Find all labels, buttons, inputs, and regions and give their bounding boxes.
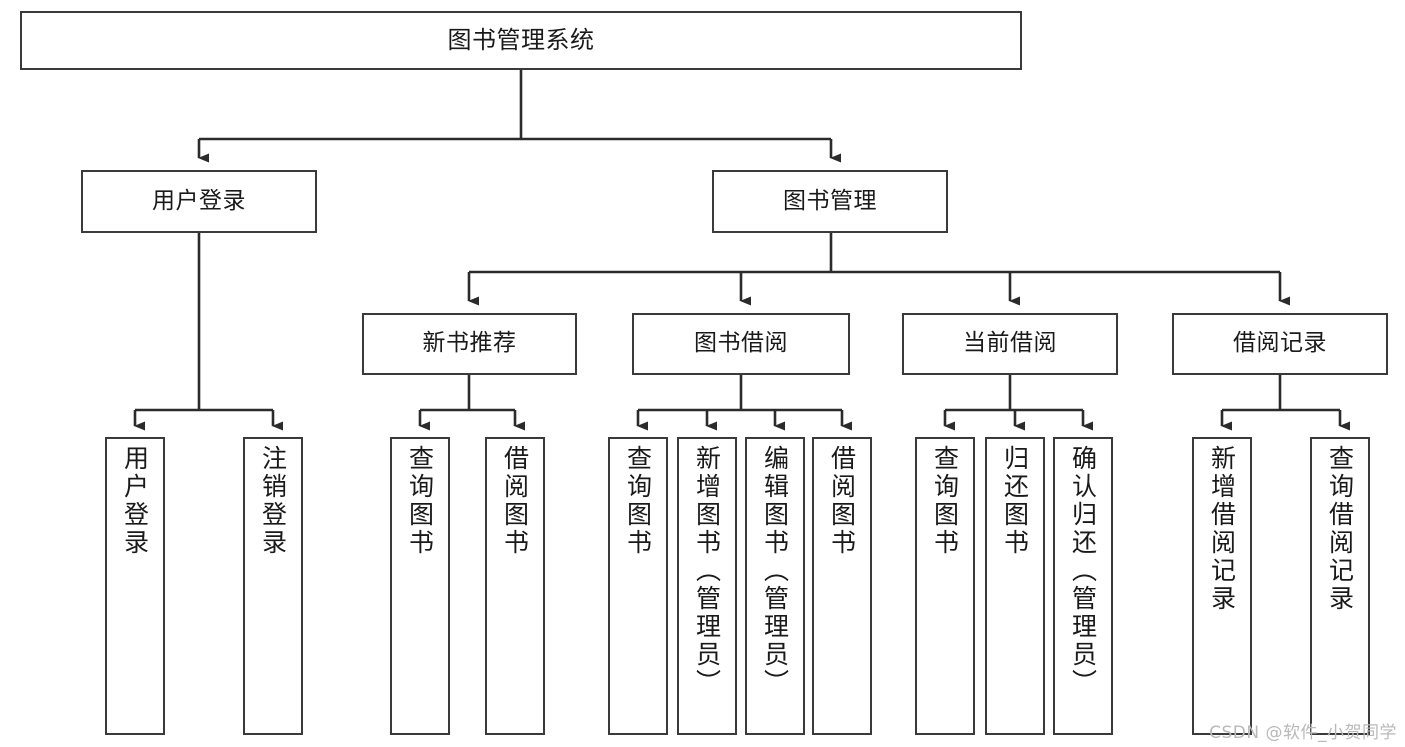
node-root-system[interactable]: 图书管理系统 bbox=[20, 11, 1022, 70]
node-label: 查询图书 bbox=[623, 445, 653, 557]
node-label: 注销登录 bbox=[258, 445, 288, 557]
node-leaf-return-book[interactable]: 归还图书 bbox=[985, 437, 1045, 735]
node-user-login[interactable]: 用户登录 bbox=[81, 170, 317, 233]
node-label: 借阅记录 bbox=[1233, 330, 1327, 357]
node-label: 编辑图书（管理员） bbox=[760, 445, 790, 697]
node-label: 借阅图书 bbox=[500, 445, 530, 557]
node-label: 归还图书 bbox=[1000, 445, 1030, 557]
node-leaf-query-book-3[interactable]: 查询图书 bbox=[915, 437, 975, 735]
node-leaf-user-login[interactable]: 用户登录 bbox=[105, 437, 165, 735]
node-label: 用户登录 bbox=[120, 445, 150, 557]
node-new-book-recommend[interactable]: 新书推荐 bbox=[362, 313, 577, 375]
node-current-borrow[interactable]: 当前借阅 bbox=[902, 313, 1118, 375]
node-label: 新书推荐 bbox=[422, 330, 517, 357]
node-leaf-add-record[interactable]: 新增借阅记录 bbox=[1192, 437, 1252, 735]
node-label: 新增借阅记录 bbox=[1207, 445, 1237, 613]
node-label: 确认归还（管理员） bbox=[1068, 445, 1098, 697]
node-label: 查询图书 bbox=[930, 445, 960, 557]
node-leaf-logout-login[interactable]: 注销登录 bbox=[243, 437, 303, 735]
node-leaf-confirm-return[interactable]: 确认归还（管理员） bbox=[1053, 437, 1113, 735]
node-label: 图书管理 bbox=[783, 187, 877, 214]
node-borrow-record[interactable]: 借阅记录 bbox=[1172, 313, 1388, 375]
node-leaf-borrow-book-2[interactable]: 借阅图书 bbox=[812, 437, 872, 735]
node-book-borrow[interactable]: 图书借阅 bbox=[632, 313, 850, 375]
node-label: 查询图书 bbox=[405, 445, 435, 557]
node-label: 图书管理系统 bbox=[447, 26, 595, 55]
csdn-watermark: CSDN @软件_小贺同学 bbox=[1209, 723, 1397, 743]
node-label: 新增图书（管理员） bbox=[692, 445, 722, 697]
node-label: 借阅图书 bbox=[827, 445, 857, 557]
node-leaf-query-record[interactable]: 查询借阅记录 bbox=[1310, 437, 1370, 735]
node-book-manage[interactable]: 图书管理 bbox=[712, 170, 948, 233]
node-leaf-edit-book[interactable]: 编辑图书（管理员） bbox=[745, 437, 805, 735]
node-leaf-query-book-1[interactable]: 查询图书 bbox=[390, 437, 450, 735]
node-label: 图书借阅 bbox=[694, 330, 788, 357]
node-leaf-borrow-book-1[interactable]: 借阅图书 bbox=[485, 437, 545, 735]
node-label: 当前借阅 bbox=[963, 330, 1057, 357]
node-label: 查询借阅记录 bbox=[1325, 445, 1355, 613]
node-leaf-add-book[interactable]: 新增图书（管理员） bbox=[677, 437, 737, 735]
node-label: 用户登录 bbox=[152, 187, 246, 214]
node-leaf-query-book-2[interactable]: 查询图书 bbox=[608, 437, 668, 735]
